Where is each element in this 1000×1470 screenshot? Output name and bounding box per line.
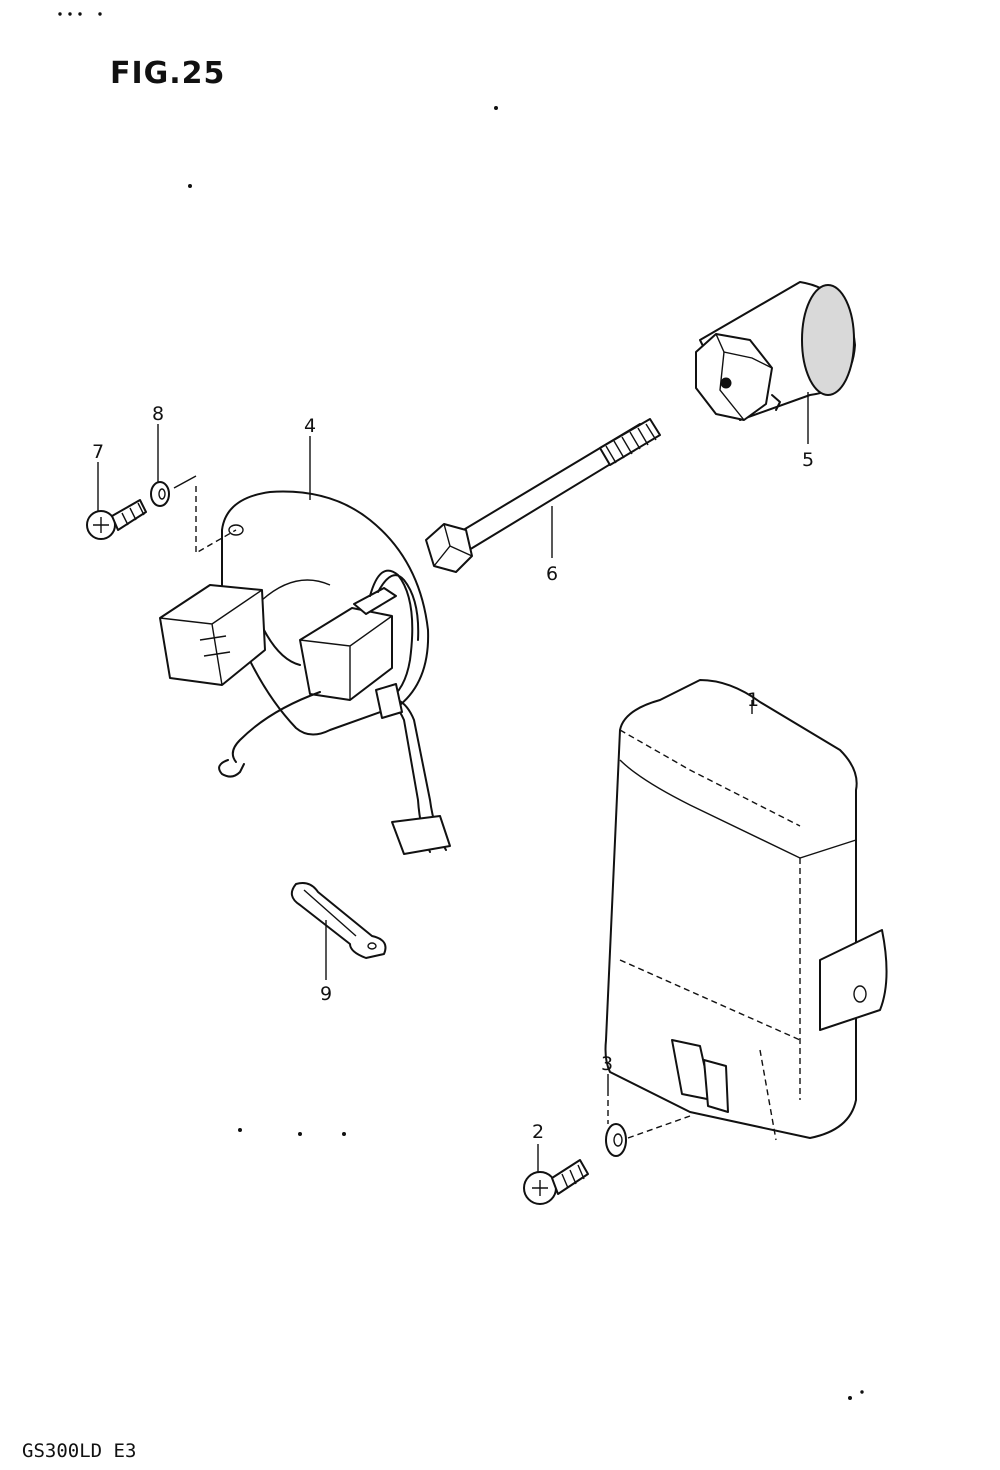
scan-specks — [58, 12, 864, 1400]
callout-8: 8 — [152, 403, 164, 425]
part-7-screw — [86, 499, 147, 540]
part-2-screw — [523, 1159, 589, 1205]
callout-6: 6 — [546, 563, 558, 585]
part-6-bolt — [425, 418, 661, 573]
figure-title: FIG.25 — [110, 56, 226, 91]
callout-1: 1 — [747, 689, 759, 711]
part-9-bracket — [290, 882, 387, 959]
callout-9: 9 — [320, 983, 332, 1005]
part-3-washer — [605, 1100, 691, 1157]
callout-4: 4 — [304, 415, 316, 437]
callout-2: 2 — [532, 1121, 544, 1143]
model-code-label: GS300LD E3 — [22, 1440, 137, 1462]
callout-7: 7 — [92, 441, 104, 463]
callout-3: 3 — [601, 1053, 613, 1075]
callout-5: 5 — [802, 449, 814, 471]
part-4-pickup-assembly — [159, 486, 451, 855]
part-1-igniter-unit — [604, 679, 888, 1141]
leader-lines — [97, 392, 809, 1172]
part-8-washer — [150, 475, 197, 507]
part-5-cylinder — [695, 281, 856, 421]
